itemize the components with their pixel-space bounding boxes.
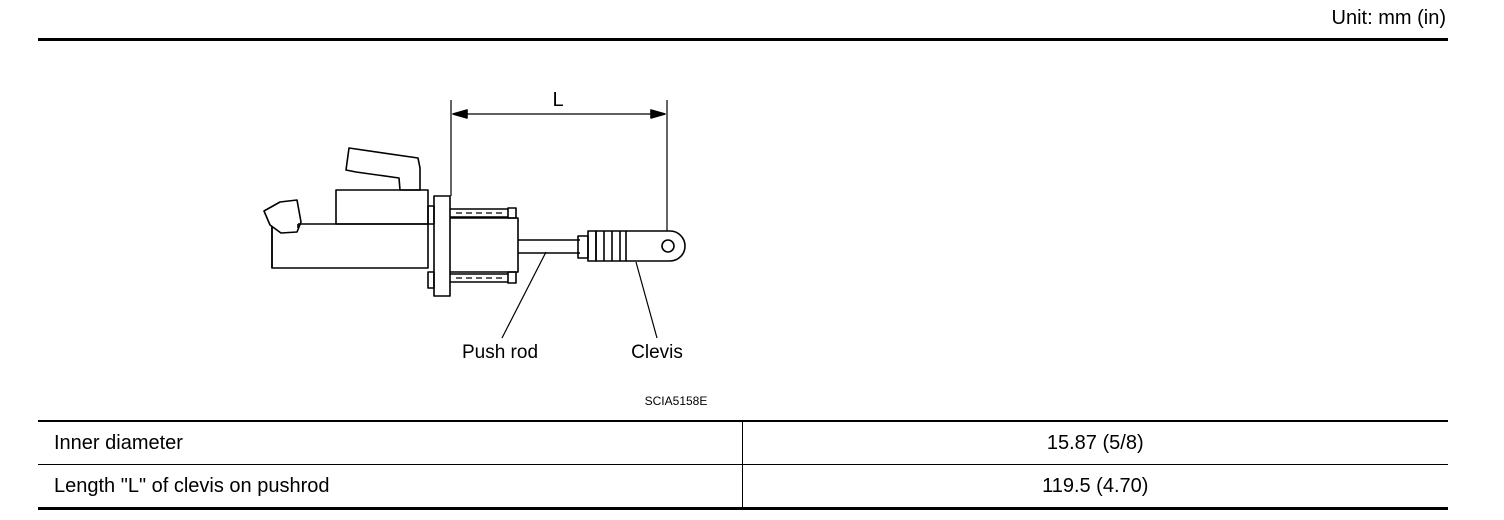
reservoir-cap xyxy=(263,199,302,234)
pushrod-boot xyxy=(450,217,519,273)
spec-value: 15.87 (5/8) xyxy=(742,420,1448,465)
push-rod-leader xyxy=(501,251,547,339)
header-rule xyxy=(38,38,1448,41)
push-rod xyxy=(518,239,580,254)
push-rod-callout: Push rod xyxy=(462,342,538,363)
table-row: Length "L" of clevis on pushrod 119.5 (4… xyxy=(38,464,1448,510)
dimension-label: L xyxy=(552,89,563,111)
cylinder-body xyxy=(271,223,429,269)
master-cylinder-diagram: L Push rod Clevis SCIA5158E xyxy=(263,89,708,408)
dimension-line-l xyxy=(450,100,668,231)
spec-table: Inner diameter 15.87 (5/8) Length "L" of… xyxy=(38,420,1448,510)
spec-label: Length "L" of clevis on pushrod xyxy=(38,464,743,510)
table-row: Inner diameter 15.87 (5/8) xyxy=(38,420,1448,465)
unit-label: Unit: mm (in) xyxy=(1331,7,1446,29)
figure-code: SCIA5158E xyxy=(645,394,708,408)
clevis-callout: Clevis xyxy=(631,342,683,363)
cylinder-block xyxy=(335,189,429,225)
clevis xyxy=(577,230,686,262)
spec-label: Inner diameter xyxy=(38,420,743,465)
clevis-leader xyxy=(635,261,658,339)
mounting-flange xyxy=(433,195,451,297)
spec-value: 119.5 (4.70) xyxy=(742,464,1448,510)
reservoir-tube xyxy=(345,147,421,191)
